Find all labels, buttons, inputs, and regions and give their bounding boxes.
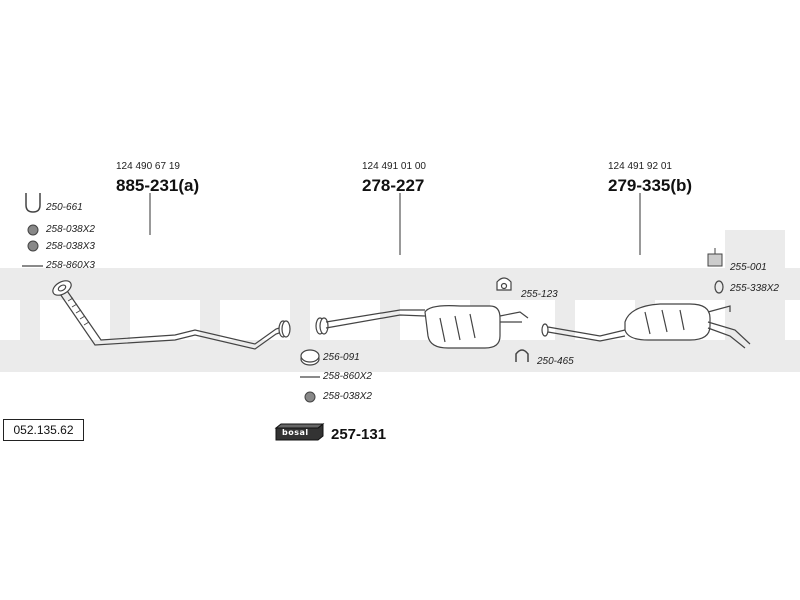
front-pipe-part	[52, 280, 291, 350]
part-code-rear-muffler: 279-335(b)	[608, 176, 693, 195]
accessory-label-bolt: 258-860X2	[323, 371, 372, 382]
accessory-label-nut: 258-038X2	[323, 391, 372, 402]
bosal-logo	[274, 422, 325, 441]
accessory-label-u-clamp: 250-465	[537, 356, 574, 367]
rear-muffler-part	[541, 303, 751, 349]
leader-lines	[149, 193, 641, 255]
accessory-label-bolt: 258-860X3	[46, 260, 95, 271]
oe-number-front-pipe: 124 490 67 19	[116, 161, 180, 172]
gasket-icon	[300, 349, 320, 366]
accessory-label-nut: 258-038X3	[46, 241, 95, 252]
oe-number-rear-muffler: 124 491 92 01	[608, 161, 672, 172]
bolt-icon	[22, 265, 320, 378]
accessory-label-nut: 258-038X2	[46, 224, 95, 235]
part-code-center-muffler: 278-227	[362, 176, 425, 195]
u-clamp-icon	[515, 349, 529, 362]
accessory-label-rubber-mount: 255-001	[730, 262, 767, 273]
catalog-reference: 052.135.62	[3, 419, 84, 441]
part-code-front-pipe: 885-231(a)	[116, 176, 200, 195]
kit-code: 257-131	[331, 426, 387, 443]
bosal-logo-text: bosal	[282, 428, 309, 437]
clamp-icon	[25, 193, 41, 213]
rubber-mount-icon	[707, 248, 723, 267]
accessory-label-clamp: 250-661	[46, 202, 83, 213]
hanger-icon	[496, 277, 512, 291]
accessory-label-gasket: 256-091	[323, 352, 360, 363]
center-muffler-part	[315, 305, 529, 349]
oe-number-center-muffler: 124 491 01 00	[362, 161, 426, 172]
accessory-label-hanger: 255-123	[521, 289, 558, 300]
catalog-reference-text: 052.135.62	[13, 423, 74, 437]
ring-icon	[714, 280, 724, 294]
accessory-label-ring: 255-338X2	[730, 283, 779, 294]
nut-icon	[27, 224, 316, 403]
